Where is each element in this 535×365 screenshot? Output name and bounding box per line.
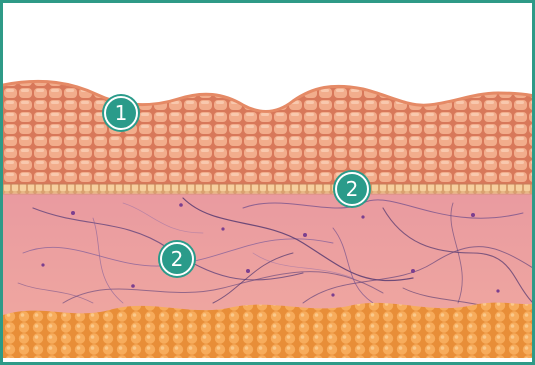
marker-1: 1 <box>104 96 138 130</box>
marker-2-basement: 2 <box>335 172 369 206</box>
skin-cross-section <box>3 3 535 365</box>
frame-bottom-edge <box>3 358 535 362</box>
epidermis-layer <box>3 81 535 187</box>
marker-2-dermis: 2 <box>160 242 194 276</box>
basement-membrane <box>3 184 535 194</box>
